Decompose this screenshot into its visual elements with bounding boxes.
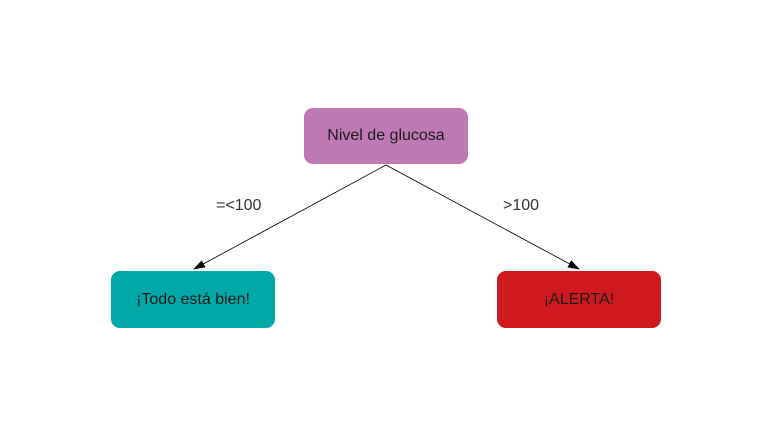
edge-label-left: =<100 xyxy=(216,197,262,214)
edge-root-to-left xyxy=(193,164,387,270)
edge-root-to-right xyxy=(385,164,580,270)
node-label: ¡ALERTA! xyxy=(543,290,615,308)
node-todo-esta-bien: ¡Todo está bien! xyxy=(111,271,275,328)
node-label: Nivel de glucosa xyxy=(327,127,445,144)
edge-label-right: >100 xyxy=(503,197,540,214)
node-nivel-de-glucosa: Nivel de glucosa xyxy=(304,108,468,164)
node-alerta: ¡ALERTA! xyxy=(497,271,661,328)
node-label: ¡Todo está bien! xyxy=(136,290,250,308)
